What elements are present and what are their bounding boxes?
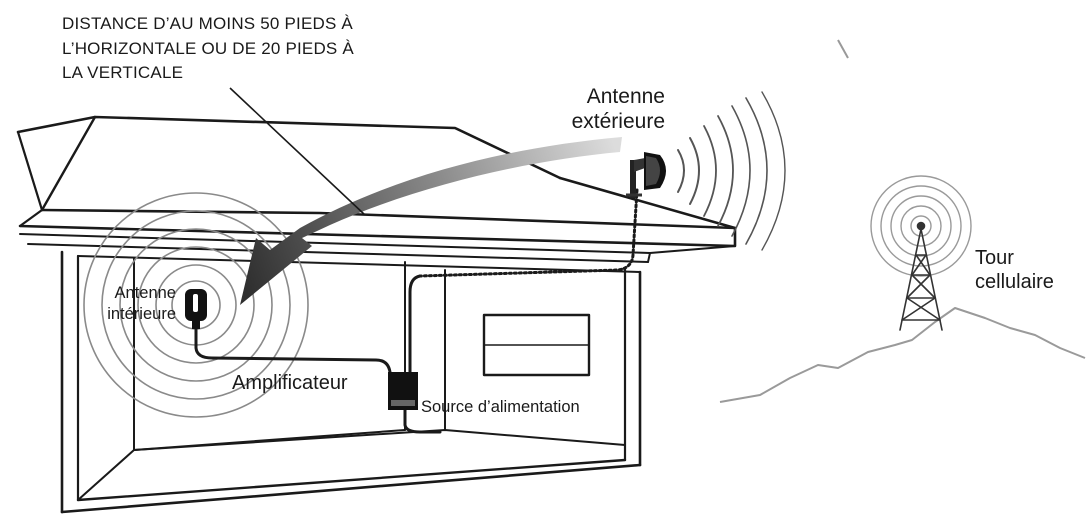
- distance-label: DISTANCE D’AU MOINS 50 PIEDS À L’HORIZON…: [62, 12, 354, 86]
- tower-signal-rings: [870, 175, 972, 277]
- distance-label-line-3: LA VERTICALE: [62, 63, 184, 83]
- amplifier-label: Amplificateur: [232, 372, 348, 394]
- sky-mark: [837, 39, 849, 59]
- house: [16, 115, 737, 514]
- soffit-right: [647, 245, 736, 263]
- floor-front-lower: [60, 463, 642, 514]
- cell-tower-label-line-2: cellulaire: [975, 271, 1054, 293]
- distance-label-line-1: DISTANCE D’AU MOINS 50 PIEDS À: [62, 14, 353, 33]
- floor-back: [133, 429, 626, 451]
- soffit-line-2: [27, 243, 649, 263]
- indoor-antenna: [185, 289, 207, 329]
- cables: [194, 188, 639, 434]
- indoor-antenna-label-line-1: Antenne: [114, 284, 176, 302]
- roof-top: [16, 115, 562, 180]
- roof-left-edge: [16, 130, 44, 212]
- outdoor-antenna-label: Antenne extérieure: [540, 84, 665, 134]
- roof-cable-dotted: [418, 188, 639, 278]
- indoor-antenna-label: Antenne intérieure: [84, 283, 176, 324]
- hill-line: [719, 307, 1086, 403]
- power-source-label: Source d’alimentation: [421, 398, 580, 416]
- power-cable: [403, 406, 442, 434]
- cell-tower-label: Tour cellulaire: [975, 246, 1054, 294]
- floor-left-join: [77, 449, 135, 501]
- outdoor-signal-arcs: [677, 91, 786, 251]
- soffit-line: [19, 233, 651, 254]
- cable-indoor-antenna: [194, 326, 392, 386]
- outdoor-antenna-label-line-1: Antenne: [586, 85, 665, 108]
- inner-ceiling: [77, 255, 641, 273]
- cable-to-amplifier: [408, 274, 422, 377]
- distance-arrow: [240, 137, 622, 305]
- indoor-signal-rings: [83, 192, 309, 418]
- amplifier-box: [388, 372, 418, 410]
- roof-eave-left: [18, 208, 44, 228]
- outdoor-antenna: [626, 152, 666, 198]
- distance-leader-line: [229, 87, 366, 216]
- distance-label-line-2: L’HORIZONTALE OU DE 20 PIEDS À: [62, 38, 354, 58]
- roof-right-slope: [558, 176, 737, 230]
- cell-tower-label-line-1: Tour: [975, 247, 1014, 269]
- floor-front: [76, 458, 627, 502]
- roof-left-slope: [40, 115, 97, 212]
- outdoor-antenna-label-line-2: extérieure: [571, 110, 665, 134]
- indoor-antenna-label-line-2: intérieure: [107, 304, 176, 323]
- cell-tower: [899, 221, 943, 331]
- roof-eave-face: [18, 224, 737, 248]
